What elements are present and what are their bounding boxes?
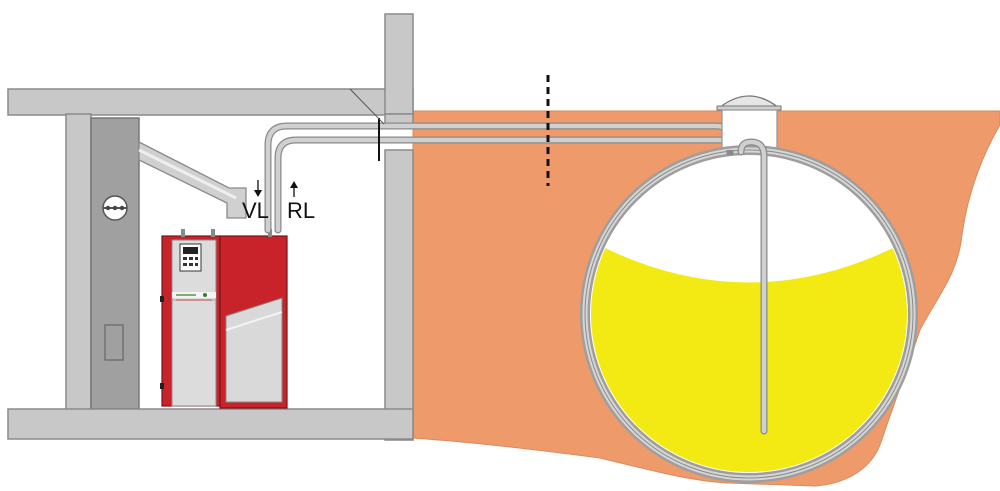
- floor-slab: [7, 408, 414, 440]
- flue-pipe: [138, 140, 247, 219]
- flow-label: VL: [242, 198, 269, 223]
- pellet-tank: [580, 95, 918, 483]
- inspection-hatch: [104, 324, 124, 361]
- outer-wall: [384, 149, 414, 441]
- roof-slab: [7, 88, 414, 116]
- pellet-boiler: [160, 229, 288, 409]
- arrow-up-icon: [290, 181, 298, 197]
- arrow-down-icon: [254, 180, 262, 197]
- building-structure: [7, 13, 414, 441]
- left-wall: [65, 113, 92, 411]
- upper-wall: [384, 13, 414, 115]
- fan-icon: [102, 195, 128, 221]
- hopper-window: [225, 297, 283, 403]
- storage-partition: [90, 117, 140, 410]
- return-label: RL: [287, 198, 315, 223]
- pellet-fill-level: [591, 235, 907, 472]
